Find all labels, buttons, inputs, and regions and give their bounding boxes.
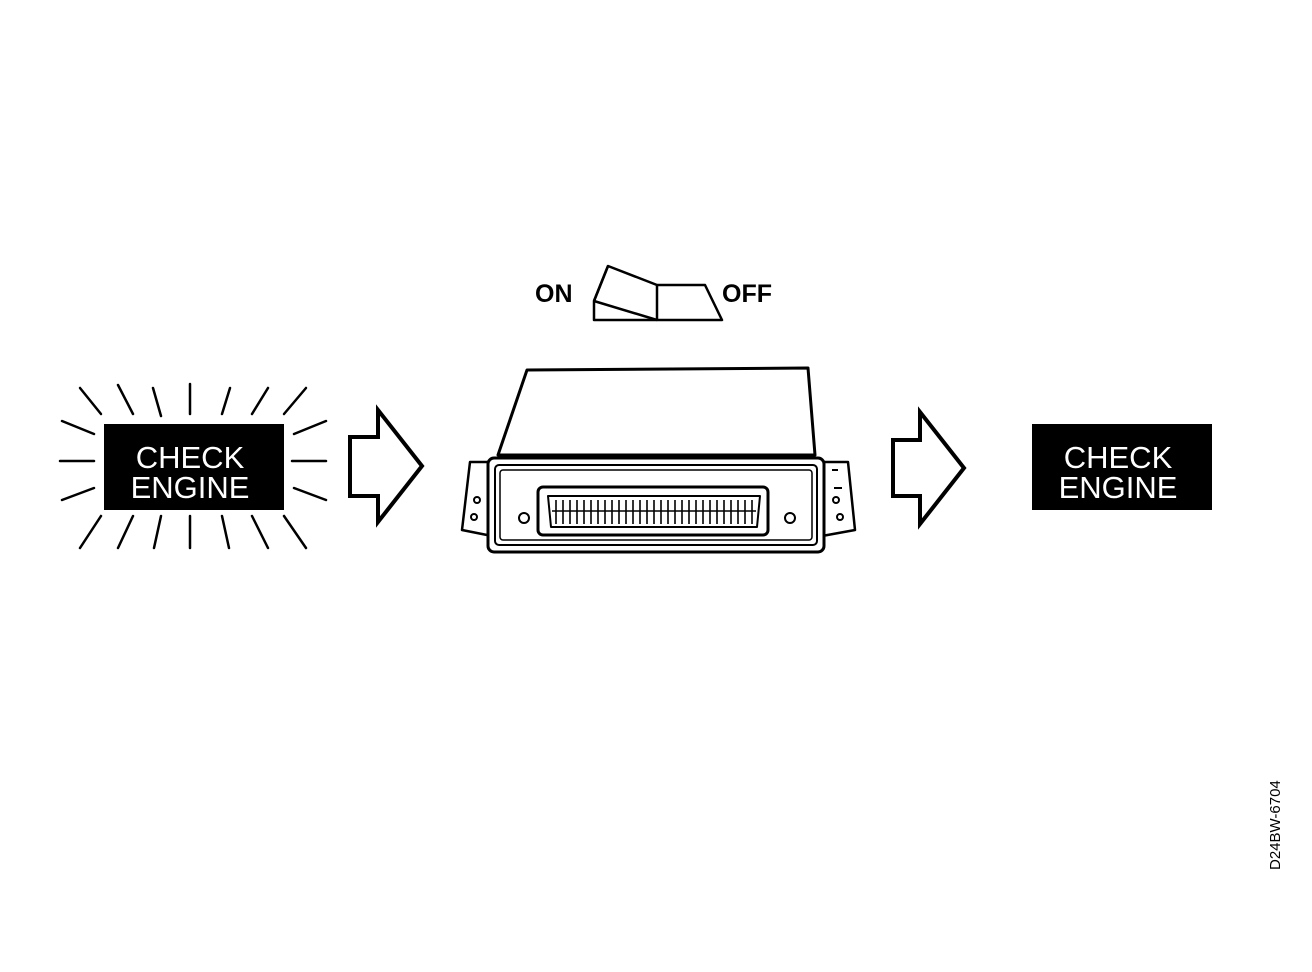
switch-on-label: ON [535,280,573,308]
figure-code-text: D24BW-6704 [1267,780,1284,870]
check-engine-lamp-off: CHECK ENGINE [1032,424,1212,510]
right-arrow-icon-2 [891,406,967,530]
rocker-switch-icon [592,264,724,322]
lamp-off-line1: CHECK [1064,440,1173,475]
connector-pins [552,500,756,524]
lamp-on-line2: ENGINE [131,470,250,505]
ecu-unit [460,366,857,554]
ecu-cover [496,366,817,457]
right-arrow-icon [348,404,425,528]
lamp-off-line2: ENGINE [1059,470,1178,505]
check-engine-lamp-on: CHECK ENGINE [58,382,328,550]
figure-code: D24BW-6704 [1266,780,1286,870]
switch-off-label: OFF [722,280,772,308]
ignition-switch: ON OFF [535,264,772,322]
flash-rays [58,382,328,550]
lamp-panel-off [1032,424,1212,510]
lamp-panel [104,424,284,510]
lamp-on-line1: CHECK [136,440,245,475]
